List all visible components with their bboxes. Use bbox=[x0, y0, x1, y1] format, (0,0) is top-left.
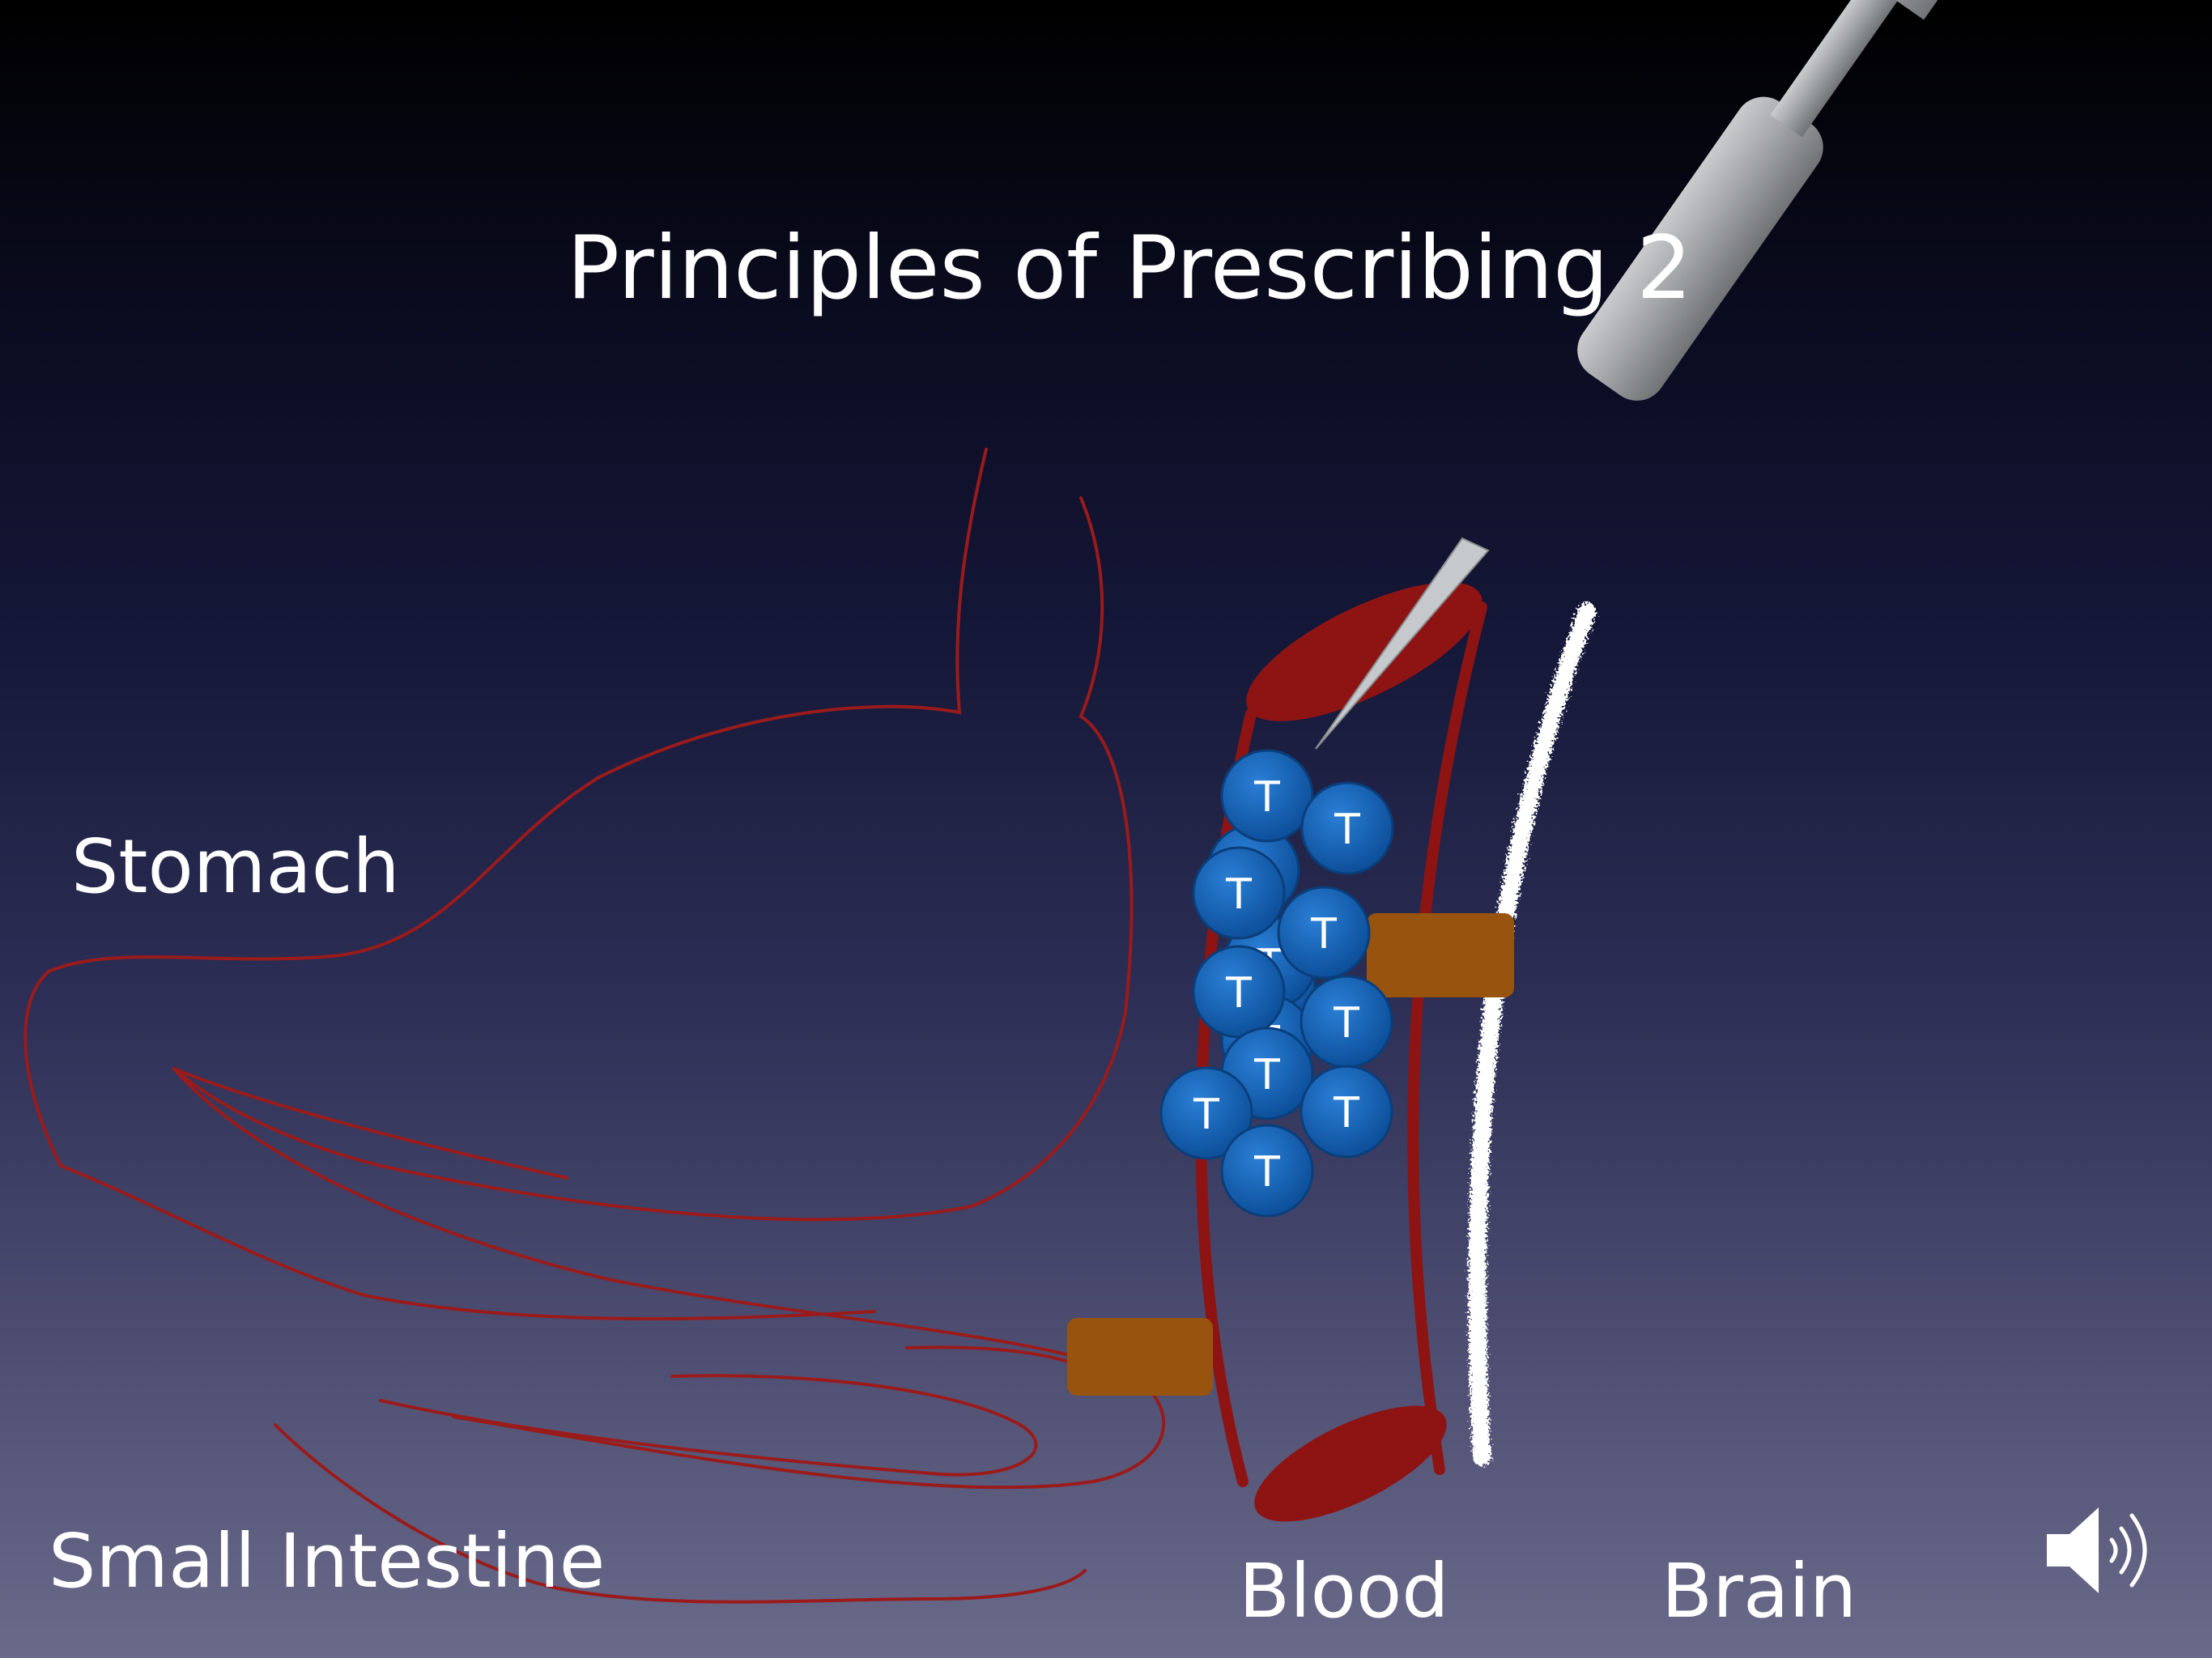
tablet: T bbox=[1222, 1125, 1312, 1216]
slide-title: Principles of Prescribing 2 bbox=[567, 225, 1692, 312]
tablet-label: T bbox=[1225, 969, 1252, 1018]
blood-brain-barrier bbox=[1478, 611, 1587, 1457]
tablet-label: T bbox=[1333, 999, 1359, 1048]
speaker-icon bbox=[2040, 1498, 2162, 1603]
transporter-brain bbox=[1367, 913, 1514, 997]
tablet: T bbox=[1301, 1066, 1392, 1157]
tablet-cluster: TTTTTTTTTTTTTT bbox=[1161, 750, 1393, 1216]
tablet-label: T bbox=[1310, 910, 1337, 959]
tablet-label: T bbox=[1333, 1089, 1359, 1137]
tablet-label: T bbox=[1334, 806, 1360, 854]
small-intestine-label: Small Intestine bbox=[49, 1524, 605, 1599]
tablet: T bbox=[1222, 750, 1312, 841]
tablet-label: T bbox=[1253, 773, 1280, 822]
audio-button[interactable] bbox=[2040, 1498, 2162, 1603]
tablet-label: T bbox=[1225, 870, 1252, 919]
transporter-intestine bbox=[1067, 1318, 1213, 1396]
stomach-label: Stomach bbox=[71, 830, 400, 904]
tablet: T bbox=[1302, 783, 1393, 874]
brain-label: Brain bbox=[1661, 1554, 1857, 1629]
tablet-label: T bbox=[1253, 1051, 1280, 1099]
blood-label: Blood bbox=[1239, 1554, 1449, 1629]
tablet: T bbox=[1193, 848, 1284, 938]
syringe-icon bbox=[1316, 0, 1956, 749]
tablet-label: T bbox=[1253, 1148, 1280, 1197]
tablet: T bbox=[1301, 976, 1392, 1067]
tablet-label: T bbox=[1193, 1090, 1219, 1139]
tablet: T bbox=[1278, 887, 1369, 978]
tablet: T bbox=[1193, 946, 1284, 1037]
